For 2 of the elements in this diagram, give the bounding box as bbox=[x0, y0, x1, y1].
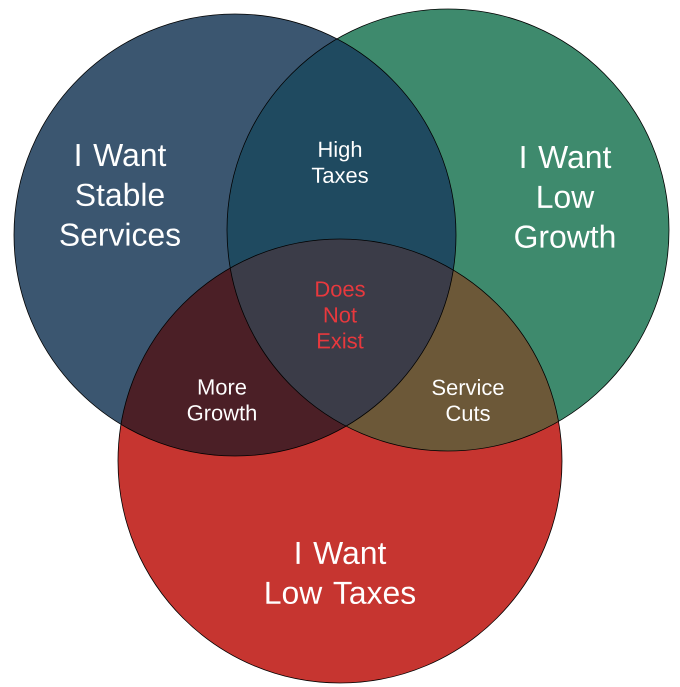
region-label: High Taxes bbox=[312, 141, 368, 183]
region-label: Does Not Exist bbox=[316, 281, 365, 349]
